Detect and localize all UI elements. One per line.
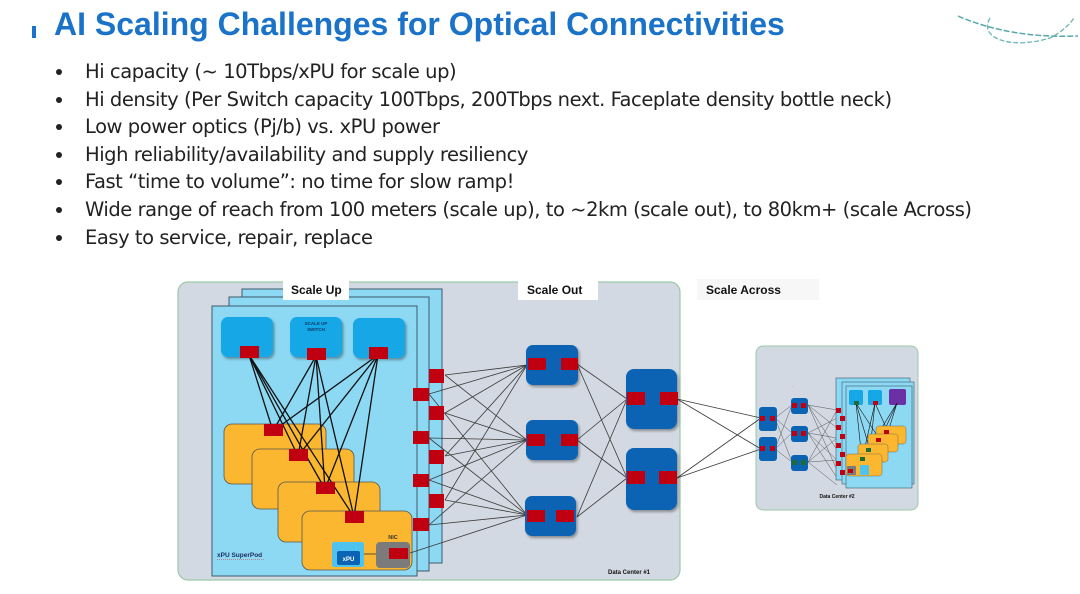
bullet-dot-icon bbox=[56, 96, 62, 103]
dc2-leaf-switch bbox=[791, 398, 808, 414]
dc2-caption: · bbox=[792, 385, 793, 389]
bullet-item: Hi density (Per Switch capacity 100Tbps,… bbox=[52, 86, 972, 114]
leaf-spine-links bbox=[576, 363, 628, 518]
scale-across-label: Scale Across bbox=[706, 283, 781, 297]
bullet-dot-icon bbox=[56, 69, 62, 75]
dci-links bbox=[676, 398, 762, 479]
dc2-border-switch bbox=[759, 437, 777, 461]
xpu-label: xPU bbox=[343, 557, 355, 563]
nic-label: NIC bbox=[388, 535, 398, 541]
scale-up-switch bbox=[353, 318, 405, 358]
leaf-switch bbox=[526, 345, 578, 385]
scale-up-switch bbox=[290, 317, 342, 357]
dc2-xpu bbox=[860, 465, 869, 475]
leaf-ports bbox=[527, 358, 578, 522]
dc2-purple-switch bbox=[889, 389, 906, 405]
pod-edge-ports bbox=[413, 369, 444, 531]
bullet-item: High reliability/availability and supply… bbox=[52, 141, 972, 169]
scale-up-label-bg bbox=[283, 279, 349, 300]
scale-out-links bbox=[409, 364, 528, 554]
data-center-2-label: Data Center #2 bbox=[819, 494, 854, 500]
scale-up-switch-label: SWITCH bbox=[307, 327, 325, 332]
scale-up-switch bbox=[221, 317, 273, 357]
bullet-dot-icon bbox=[56, 124, 62, 131]
bullet-item: Wide range of reach from 100 meters (sca… bbox=[52, 196, 972, 224]
bullet-dot-icon bbox=[56, 151, 62, 158]
dc2-switch bbox=[868, 390, 882, 405]
dc2-leaf-switch bbox=[791, 455, 808, 471]
data-center-1-label: Data Center #1 bbox=[608, 570, 651, 576]
dc2-border-ports bbox=[760, 416, 775, 451]
bullet-dot-icon bbox=[56, 179, 62, 186]
bullet-item: Low power optics (Pj/b) vs. xPU power bbox=[52, 113, 972, 141]
leaf-switch bbox=[526, 420, 578, 460]
scale-up-links bbox=[248, 354, 379, 518]
leaf-switch bbox=[525, 496, 576, 536]
bullet-item: Fast “time to volume”: no time for slow … bbox=[52, 168, 972, 196]
scale-up-ports bbox=[240, 346, 408, 559]
bullet-list: Hi capacity (~ 10Tbps/xPU for scale up) … bbox=[52, 58, 972, 251]
scale-out-label: Scale Out bbox=[527, 283, 582, 297]
spine-switch bbox=[626, 369, 677, 429]
superpod-label: xPU SuperPod bbox=[217, 552, 262, 559]
dc2-switch bbox=[849, 390, 863, 405]
bullet-dot-icon bbox=[56, 206, 62, 213]
bullet-item: Easy to service, repair, replace bbox=[52, 224, 972, 252]
title-marker bbox=[32, 26, 36, 38]
xpu-chip bbox=[337, 551, 360, 565]
dc2-leaf-switch bbox=[791, 426, 808, 442]
dc2-border-switch bbox=[759, 407, 777, 431]
scale-across-label-bg bbox=[697, 279, 819, 300]
bullet-item: Hi capacity (~ 10Tbps/xPU for scale up) bbox=[52, 58, 972, 86]
leaf-switches bbox=[525, 345, 578, 536]
scale-out-label-bg bbox=[518, 279, 598, 300]
swoosh-logo-icon bbox=[957, 15, 1079, 44]
bullet-dot-icon bbox=[56, 234, 62, 241]
dc2-leaf-ports bbox=[792, 403, 806, 465]
dc2-pod-ports bbox=[836, 401, 889, 475]
scale-up-label: Scale Up bbox=[291, 283, 342, 297]
dc2-links bbox=[774, 404, 838, 486]
spine-switch bbox=[626, 448, 677, 510]
scale-up-switch-label: SCALE UP bbox=[305, 321, 328, 326]
slide-title: AI Scaling Challenges for Optical Connec… bbox=[54, 6, 785, 42]
spine-ports bbox=[627, 392, 678, 484]
